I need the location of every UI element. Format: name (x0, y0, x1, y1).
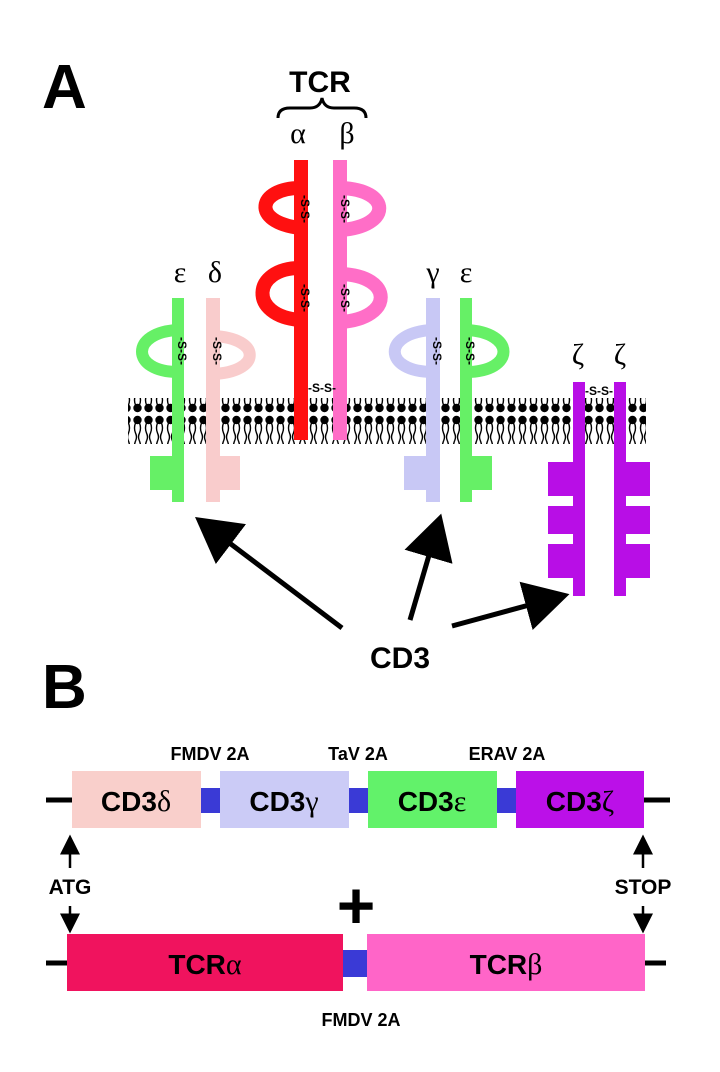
panel-a-label: A (42, 53, 87, 122)
segment-cd3-delta-label: CD3δ (101, 785, 171, 818)
stop-label: STOP (615, 876, 672, 899)
linker-fmdv-2a-bottom (343, 950, 367, 977)
zeta-right-label: ζ (614, 338, 626, 371)
delta-label: δ (208, 256, 222, 289)
arrow-to-epsilon-delta (195, 516, 344, 630)
membrane-bilayer (128, 398, 646, 444)
cd3-zeta-chains (548, 382, 650, 596)
segment-tcr-alpha-label: TCRα (168, 948, 242, 981)
linker-label-fmdv: FMDV 2A (170, 744, 249, 764)
disulfide-epsilon-right: -S-S- (463, 337, 477, 365)
linker-label-erav: ERAV 2A (469, 744, 546, 764)
segment-cd3-delta (72, 771, 201, 828)
segment-cd3-zeta (516, 771, 644, 828)
tcr-construct: TCRα TCRβ (46, 934, 666, 991)
disulfide-alpha-2: -S-S- (298, 284, 312, 312)
segment-cd3-zeta-label: CD3ζ (546, 785, 614, 818)
disulfide-delta: -S-S- (210, 337, 224, 365)
linker-fmdv-2a (201, 788, 220, 813)
tcr-bracket (276, 97, 368, 119)
disulfide-bonds: -S-S- -S-S- -S-S- -S-S- -S-S- -S-S- -S-S… (175, 195, 613, 398)
linker-erav-2a (497, 788, 516, 813)
segment-tcr-beta (367, 934, 645, 991)
segment-cd3-gamma (220, 771, 349, 828)
cd3-epsilon-left-chain (136, 298, 184, 502)
tcr-beta-chain (333, 160, 388, 440)
segment-tcr-alpha (67, 934, 343, 991)
epsilon-left-label: ε (174, 256, 187, 289)
linker-label-tav: TaV 2A (328, 744, 388, 764)
disulfide-zeta: -S-S- (585, 384, 613, 398)
segment-cd3-epsilon-label: CD3ε (398, 785, 467, 818)
plus-sign: + (337, 868, 376, 942)
tcr-alpha-chain (255, 160, 308, 440)
panel-b-label: B (42, 653, 87, 722)
gamma-label: γ (425, 256, 439, 289)
cd3-epsilon-right-chain (460, 298, 510, 502)
segment-cd3-gamma-label: CD3γ (249, 785, 318, 818)
disulfide-alpha-1: -S-S- (298, 195, 312, 223)
segment-cd3-epsilon (368, 771, 497, 828)
disulfide-beta-1: -S-S- (338, 195, 352, 223)
arrow-to-gamma-epsilon (404, 513, 453, 621)
tcr-label: TCR (289, 66, 351, 99)
epsilon-right-label: ε (460, 256, 473, 289)
cd3-delta-chain (206, 298, 256, 502)
arrow-to-zeta (451, 581, 570, 630)
disulfide-gamma: -S-S- (430, 337, 444, 365)
cd3-construct: CD3δ CD3γ CD3ε CD3ζ (46, 771, 670, 828)
bottom-linker-label: FMDV 2A (321, 1010, 400, 1030)
tcr-alpha-label: α (290, 117, 306, 150)
segment-tcr-beta-label: TCRβ (470, 948, 543, 981)
atg-label: ATG (49, 876, 92, 899)
cd3-gamma-chain (388, 298, 440, 502)
cd3-label: CD3 (370, 642, 430, 675)
tcr-beta-label: β (339, 117, 354, 150)
disulfide-beta-2: -S-S- (338, 284, 352, 312)
linker-tav-2a (349, 788, 368, 813)
zeta-left-label: ζ (572, 338, 584, 371)
disulfide-epsilon-left: -S-S- (175, 337, 189, 365)
disulfide-tcr-stalk: -S-S- (308, 381, 336, 395)
